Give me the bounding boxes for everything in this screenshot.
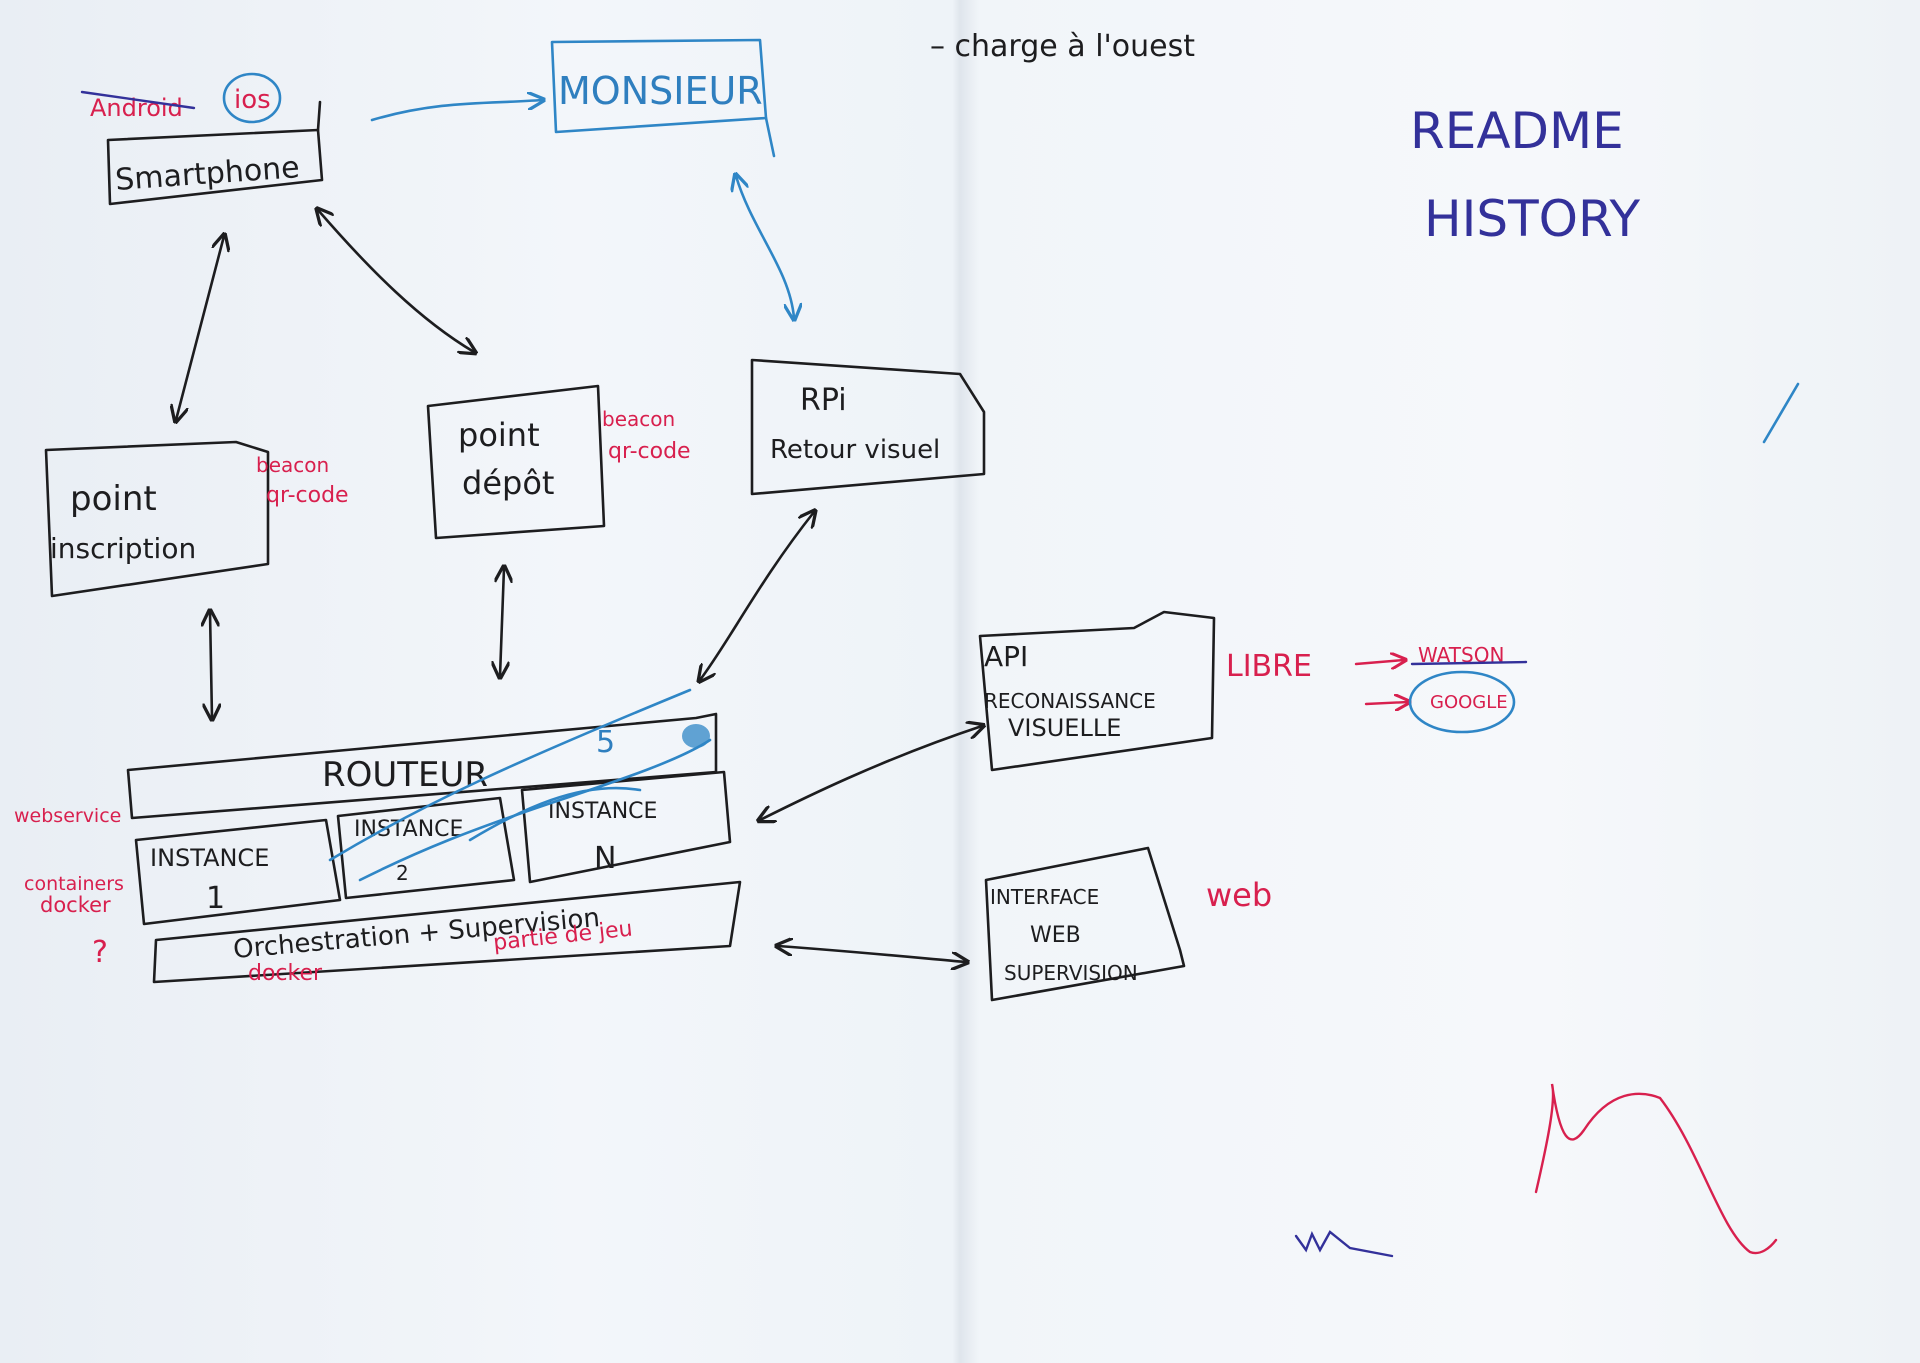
instance-2-line1: INSTANCE bbox=[354, 817, 463, 842]
rpi-node: RPi Retour visuel bbox=[750, 358, 986, 496]
api-box bbox=[978, 610, 1216, 772]
point-inscription-line2: inscription bbox=[50, 532, 196, 565]
point-inscription-box bbox=[44, 440, 270, 598]
point-depot-node: point dépôt beacon qr-code bbox=[426, 384, 691, 540]
arrow-depot-routeur bbox=[500, 568, 504, 676]
interface-line2: WEB bbox=[1030, 923, 1081, 948]
webservice-note: webservice bbox=[14, 805, 121, 827]
smartphone-label: Smartphone bbox=[114, 150, 301, 198]
watson-underline bbox=[1410, 660, 1528, 666]
point-inscription-line1: point bbox=[70, 479, 157, 519]
os-android-struck: Android bbox=[90, 94, 183, 122]
interface-line1: INTERFACE bbox=[990, 885, 1099, 909]
readme-line2: HISTORY bbox=[1424, 190, 1641, 248]
blue-flow-2 bbox=[358, 738, 712, 882]
smartphone-box-tail bbox=[316, 100, 322, 132]
blue-flow-3 bbox=[468, 786, 642, 842]
arrow-api-routeur bbox=[760, 726, 982, 820]
routeur-blue-scribble bbox=[682, 724, 710, 748]
option-libre: LIBRE bbox=[1226, 649, 1312, 684]
top-note: – charge à l'ouest bbox=[930, 29, 1195, 64]
interface-note-web: web bbox=[1206, 876, 1272, 914]
rpi-line2: Retour visuel bbox=[770, 435, 940, 465]
arrow-smartphone-inscription bbox=[176, 236, 224, 420]
red-squiggle bbox=[1534, 1083, 1778, 1255]
api-node: API RECONAISSANCE VISUELLE bbox=[978, 610, 1216, 772]
point-depot-note2: qr-code bbox=[608, 439, 691, 464]
orchestration-note-left: docker bbox=[248, 961, 323, 986]
arrow-monsieur-rpi bbox=[736, 176, 794, 318]
api-line3: VISUELLE bbox=[1008, 714, 1121, 742]
os-ios-label: ios bbox=[234, 85, 271, 115]
containers-note-line2: docker bbox=[40, 893, 111, 917]
orchestration-box bbox=[152, 880, 742, 984]
arrow-orchestration-interface bbox=[778, 946, 966, 962]
blue-flow-1 bbox=[328, 688, 692, 862]
monsieur-box-tail bbox=[764, 116, 776, 158]
blue-stray-mark bbox=[1762, 382, 1800, 444]
smartphone-node: Smartphone Android ios bbox=[80, 72, 324, 206]
instance-n-box bbox=[520, 770, 732, 884]
instance-2-line2: 2 bbox=[396, 861, 409, 885]
instance-1-box bbox=[134, 818, 342, 926]
arrow-to-watson bbox=[1354, 660, 1404, 664]
instance-n-line1: INSTANCE bbox=[548, 799, 657, 824]
monsieur-node: MONSIEUR bbox=[550, 38, 776, 158]
routeur-label: ROUTEUR bbox=[322, 755, 488, 795]
smartphone-box bbox=[106, 128, 324, 206]
arrow-inscription-routeur bbox=[210, 612, 212, 718]
point-inscription-note2: qr-code bbox=[266, 483, 349, 508]
point-inscription-node: point inscription beacon qr-code bbox=[44, 440, 349, 598]
api-options: LIBRE WATSON GOOGLE bbox=[1226, 643, 1528, 734]
point-depot-note1: beacon bbox=[602, 407, 675, 431]
google-circle bbox=[1408, 670, 1516, 734]
interface-line3: SUPERVISION bbox=[1004, 961, 1138, 985]
readme-note: README HISTORY bbox=[1410, 102, 1641, 248]
point-inscription-note1: beacon bbox=[256, 453, 329, 477]
rpi-line1: RPi bbox=[800, 383, 847, 418]
os-ios-circle bbox=[222, 72, 282, 124]
option-google: GOOGLE bbox=[1430, 692, 1508, 713]
readme-line1: README bbox=[1410, 102, 1624, 160]
point-depot-box bbox=[426, 384, 606, 540]
point-depot-line2: dépôt bbox=[462, 464, 554, 502]
rpi-box bbox=[750, 358, 986, 496]
navy-squiggle bbox=[1294, 1230, 1394, 1258]
instance-1-line2: 1 bbox=[206, 881, 225, 916]
instance-n-line2: N bbox=[594, 841, 616, 876]
api-line2: RECONAISSANCE bbox=[984, 689, 1156, 713]
routeur-marker: 5 bbox=[596, 725, 615, 760]
arrow-smartphone-monsieur bbox=[370, 100, 542, 122]
api-line1: API bbox=[984, 640, 1028, 673]
strike-line bbox=[80, 90, 196, 110]
backend-cluster: ROUTEUR 5 webservice INSTANCE 1 INSTANCE… bbox=[14, 712, 742, 986]
containers-question-mark: ? bbox=[92, 935, 108, 970]
interface-box bbox=[984, 846, 1186, 1002]
instance-2-box bbox=[336, 796, 516, 900]
arrow-rpi-routeur bbox=[700, 512, 814, 680]
containers-note-line1: containers bbox=[24, 873, 124, 895]
monsieur-label: MONSIEUR bbox=[558, 69, 763, 113]
instance-1-line1: INSTANCE bbox=[150, 844, 269, 872]
arrow-smartphone-depot bbox=[318, 210, 474, 352]
point-depot-line1: point bbox=[458, 416, 540, 454]
arrow-to-google bbox=[1364, 702, 1408, 704]
interface-node: INTERFACE WEB SUPERVISION web bbox=[984, 846, 1272, 1002]
